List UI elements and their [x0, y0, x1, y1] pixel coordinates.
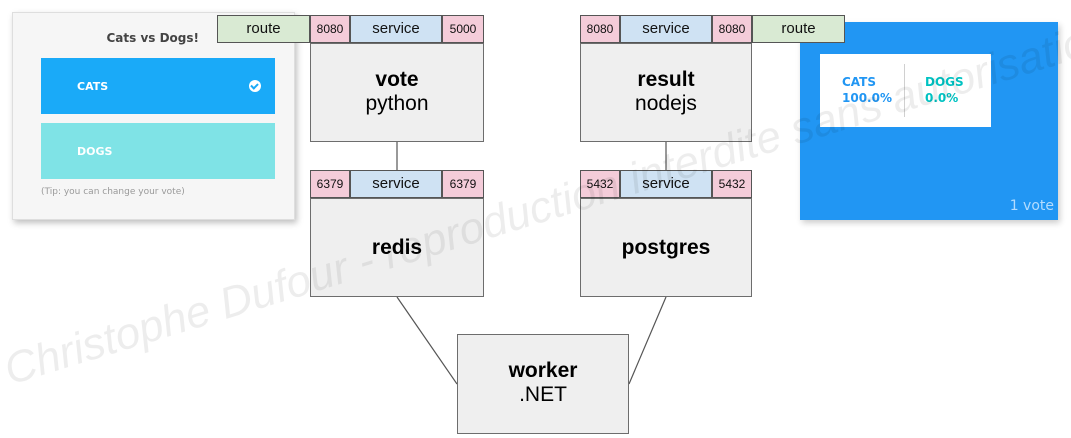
- result-node: result nodejs: [580, 43, 752, 142]
- result-cats-percent: 100.0%: [842, 91, 892, 105]
- postgres-port-right: 5432: [712, 170, 752, 198]
- result-cats: CATS 100.0%: [842, 74, 892, 106]
- vote-app-title: Cats vs Dogs!: [106, 31, 199, 45]
- redis-node-name: redis: [371, 236, 423, 259]
- worker-node: worker .NET: [457, 334, 629, 434]
- redis-node: redis: [310, 198, 484, 297]
- result-node-tech: nodejs: [635, 92, 697, 115]
- result-node-name: result: [637, 68, 695, 91]
- result-divider: [904, 64, 905, 117]
- vote-option-dogs-button[interactable]: DOGS: [41, 123, 275, 179]
- result-dogs-label: DOGS: [925, 75, 964, 89]
- postgres-service: service: [620, 170, 712, 198]
- postgres-port-left: 5432: [580, 170, 620, 198]
- vote-tip-text: (Tip: you can change your vote): [41, 187, 185, 197]
- result-port-right: 8080: [712, 15, 752, 43]
- worker-node-tech: .NET: [519, 383, 567, 406]
- vote-app-preview: Cats vs Dogs! CATS DOGS (Tip: you can ch…: [12, 12, 295, 220]
- vote-node-name: vote: [375, 68, 419, 91]
- postgres-worker-link: [628, 296, 667, 385]
- result-vote-count: 1 vote: [1009, 198, 1054, 214]
- result-route: route: [752, 15, 845, 43]
- result-app-preview: CATS 100.0% DOGS 0.0% 1 vote: [800, 22, 1058, 220]
- vote-option-cats-button[interactable]: CATS: [41, 58, 275, 114]
- vote-port-right: 5000: [442, 15, 484, 43]
- result-dogs-percent: 0.0%: [925, 91, 959, 105]
- redis-worker-link: [396, 296, 458, 385]
- vote-option-dogs-label: DOGS: [77, 145, 113, 158]
- postgres-node: postgres: [580, 198, 752, 297]
- redis-port-left: 6379: [310, 170, 350, 198]
- worker-node-name: worker: [508, 359, 578, 382]
- result-panel: CATS 100.0% DOGS 0.0%: [820, 54, 991, 127]
- vote-route: route: [217, 15, 310, 43]
- check-circle-icon: [249, 80, 261, 92]
- vote-port-left: 8080: [310, 15, 350, 43]
- result-port-left: 8080: [580, 15, 620, 43]
- postgres-node-name: postgres: [621, 236, 711, 259]
- redis-service: service: [350, 170, 442, 198]
- vote-service: service: [350, 15, 442, 43]
- result-dogs: DOGS 0.0%: [925, 74, 964, 106]
- vote-option-cats-label: CATS: [77, 80, 109, 93]
- vote-node: vote python: [310, 43, 484, 142]
- result-cats-label: CATS: [842, 75, 876, 89]
- redis-port-right: 6379: [442, 170, 484, 198]
- vote-node-tech: python: [365, 92, 429, 115]
- result-service: service: [620, 15, 712, 43]
